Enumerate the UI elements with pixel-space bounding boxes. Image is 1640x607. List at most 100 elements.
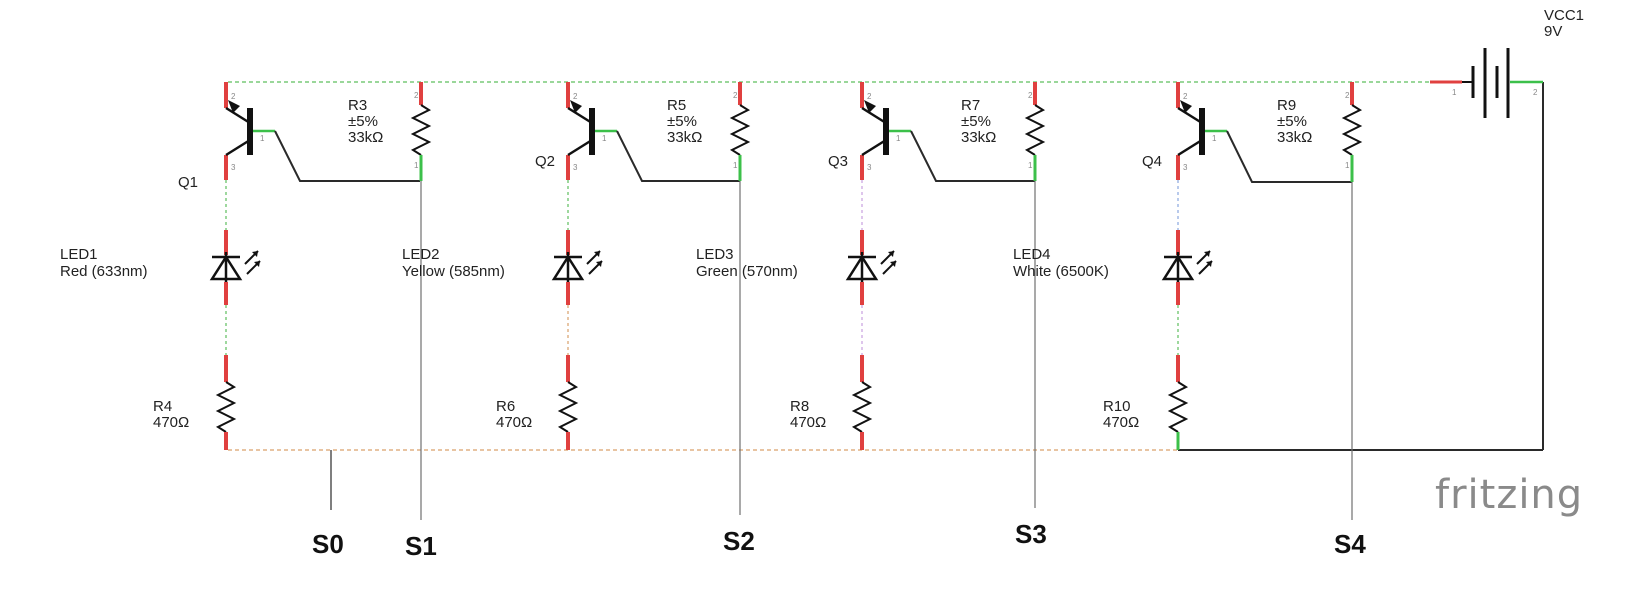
r6-resistor-icon (557, 381, 579, 433)
q4-base-wire (1226, 130, 1352, 183)
q2-emitter-leg (567, 106, 593, 125)
battery-pin-1-label: 1 (1452, 88, 1457, 97)
q1-emitter-arrow-icon (228, 100, 240, 113)
q3-pin-label-2: 2 (867, 92, 872, 101)
battery-vcc1: 1 2 VCC1 9V (1430, 7, 1584, 118)
r5-pin-label-2: 2 (733, 91, 738, 100)
r7-tolerance-label: ±5% (961, 113, 991, 130)
r9-value-label: 33kΩ (1277, 129, 1312, 146)
r7-value-label: 33kΩ (961, 129, 996, 146)
q3-collector-leg (861, 138, 887, 157)
q3-base-wire (910, 130, 1035, 182)
q2-pin-label-2: 2 (573, 92, 578, 101)
q2-label: Q2 (535, 153, 555, 170)
r5-name-label: R5 (667, 97, 686, 114)
r7-pin-label-2: 2 (1028, 91, 1033, 100)
q4-emitter-arrow-icon (1180, 100, 1192, 113)
r3-resistor-icon (410, 104, 432, 156)
q1-base-wire (274, 130, 420, 182)
q4-pin-label-1: 1 (1212, 134, 1217, 143)
r8-name-label: R8 (790, 398, 809, 415)
r3-tolerance-label: ±5% (348, 113, 378, 130)
q2-base-wire (616, 130, 740, 182)
q4-pin-label-2: 2 (1183, 92, 1188, 101)
r5-value-label: 33kΩ (667, 129, 702, 146)
s2-label: S2 (723, 526, 755, 556)
q1-label: Q1 (178, 174, 198, 191)
r4-resistor-icon (215, 381, 237, 433)
led1-arrowhead-icon (252, 251, 258, 257)
r10-resistor-icon (1167, 381, 1189, 433)
s4-label: S4 (1334, 529, 1366, 559)
q2-collector-leg (567, 138, 593, 157)
fritzing-logo: fritzing (1435, 472, 1583, 518)
led2-arrowhead-icon (594, 251, 600, 257)
q1-emitter-leg (225, 106, 251, 125)
led3-desc-label: Green (570nm) (696, 263, 798, 280)
led4-name-label: LED4 (1013, 246, 1051, 263)
led3-arrowhead-icon (888, 251, 894, 257)
s1-label: S1 (405, 531, 437, 561)
r9-pin-label-1: 1 (1345, 161, 1350, 170)
q3-emitter-arrow-icon (864, 100, 876, 113)
r8-resistor-icon (851, 381, 873, 433)
battery-voltage-label: 9V (1544, 23, 1562, 40)
s3-label: S3 (1015, 519, 1047, 549)
r4-value-label: 470Ω (153, 414, 189, 431)
q4-pin-label-3: 3 (1183, 163, 1188, 172)
led2-arrowhead2-icon (596, 261, 602, 267)
r7-pin-label-1: 1 (1028, 161, 1033, 170)
r3-pin-label-1: 1 (414, 161, 419, 170)
r3-pin-label-2: 2 (414, 91, 419, 100)
r4-name-label: R4 (153, 398, 172, 415)
led2-desc-label: Yellow (585nm) (402, 263, 505, 280)
stage-1: 2 1 3 2 1 Q1 R3 ±5% 33kΩ LED1 Red ( (60, 82, 432, 520)
led4-arrowhead-icon (1204, 251, 1210, 257)
r7-resistor-icon (1024, 104, 1046, 156)
r3-value-label: 33kΩ (348, 129, 383, 146)
r3-name-label: R3 (348, 97, 367, 114)
r9-resistor-icon (1341, 104, 1363, 156)
q3-label: Q3 (828, 153, 848, 170)
led3-name-label: LED3 (696, 246, 734, 263)
led1-arrowhead2-icon (254, 261, 260, 267)
r5-resistor-icon (729, 104, 751, 156)
led3-arrowhead2-icon (890, 261, 896, 267)
stage-4: 2 1 3 2 1 Q4 R9 ±5% 33kΩ LED4 White (650… (1013, 82, 1363, 520)
q3-emitter-leg (861, 106, 887, 125)
q4-emitter-leg (1177, 106, 1203, 125)
q1-pin-label-1: 1 (260, 134, 265, 143)
r8-value-label: 470Ω (790, 414, 826, 431)
q2-pin-label-3: 3 (573, 163, 578, 172)
r6-name-label: R6 (496, 398, 515, 415)
s0-label: S0 (312, 529, 344, 559)
r10-value-label: 470Ω (1103, 414, 1139, 431)
stage-2: 2 1 3 2 1 Q2 R5 ±5% 33kΩ LED2 Yellow (58… (402, 82, 751, 515)
stage-3: 2 1 3 2 1 Q3 R7 ±5% 33kΩ LED3 Green (570… (696, 82, 1046, 508)
q1-pin-label-3: 3 (231, 163, 236, 172)
led4-desc-label: White (6500K) (1013, 263, 1109, 280)
r5-pin-label-1: 1 (733, 161, 738, 170)
q3-pin-label-3: 3 (867, 163, 872, 172)
r6-value-label: 470Ω (496, 414, 532, 431)
r9-name-label: R9 (1277, 97, 1296, 114)
r10-name-label: R10 (1103, 398, 1131, 415)
battery-name-label: VCC1 (1544, 7, 1584, 24)
led1-name-label: LED1 (60, 246, 98, 263)
q2-pin-label-1: 1 (602, 134, 607, 143)
q3-pin-label-1: 1 (896, 134, 901, 143)
q2-emitter-arrow-icon (570, 100, 582, 113)
battery-pin-2-label: 2 (1533, 88, 1538, 97)
led2-name-label: LED2 (402, 246, 440, 263)
led1-desc-label: Red (633nm) (60, 263, 148, 280)
r9-pin-label-2: 2 (1345, 91, 1350, 100)
r5-tolerance-label: ±5% (667, 113, 697, 130)
r7-name-label: R7 (961, 97, 980, 114)
led4-arrowhead2-icon (1206, 261, 1212, 267)
q1-collector-leg (225, 138, 251, 157)
q1-pin-label-2: 2 (231, 92, 236, 101)
r9-tolerance-label: ±5% (1277, 113, 1307, 130)
q4-collector-leg (1177, 138, 1203, 157)
q4-label: Q4 (1142, 153, 1162, 170)
